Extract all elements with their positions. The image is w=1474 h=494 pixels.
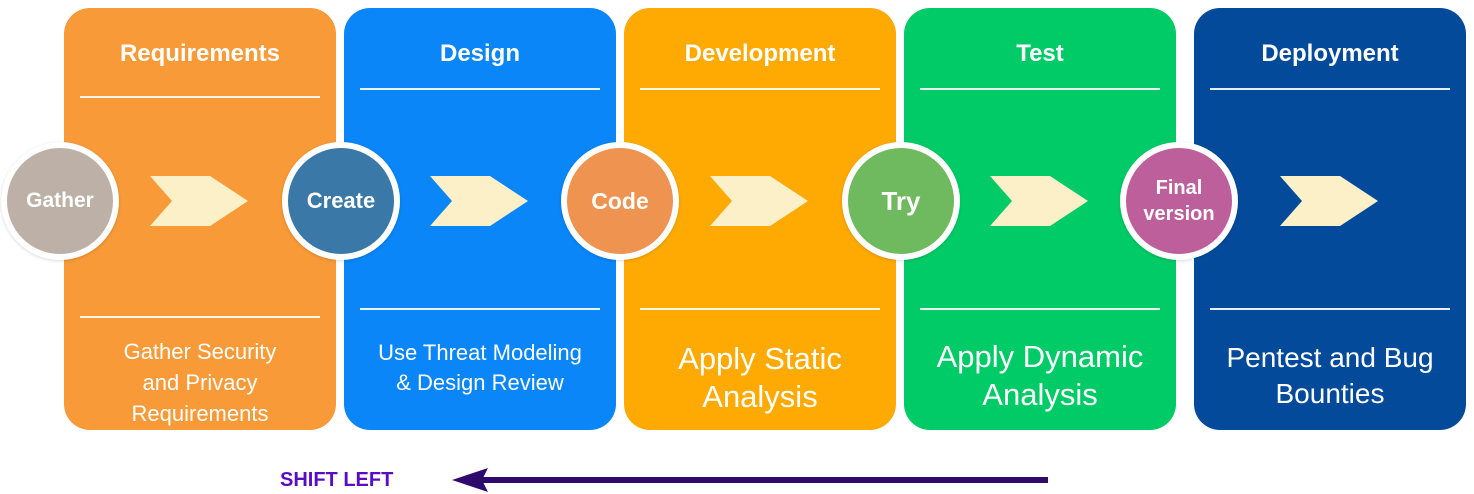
phase-description-deployment: Pentest and Bug Bounties [1226, 342, 1434, 409]
description-divider [640, 308, 880, 310]
left-arrow-icon [452, 468, 1048, 492]
phase-description-test: Apply Dynamic Analysis [936, 339, 1144, 412]
chevron-right-icon [710, 176, 808, 226]
phase-title-test: Test [1016, 40, 1064, 67]
phase-title-design: Design [439, 40, 520, 67]
phase-title-development: Development [684, 40, 836, 67]
phase-title-deployment: Deployment [1261, 40, 1399, 67]
description-divider [80, 316, 320, 318]
phase-description-requirements: Gather Security and Privacy Requirements [123, 338, 277, 426]
shift-left-label: SHIFT LEFT [280, 469, 394, 491]
title-divider [360, 88, 600, 90]
description-divider [1210, 308, 1450, 310]
phase-description-development: Apply Static Analysis [678, 341, 842, 414]
description-divider [360, 308, 600, 310]
chevron-right-icon [150, 176, 248, 226]
title-divider [640, 88, 880, 90]
step-circle-gather: Gather [1, 142, 119, 260]
chevron-right-icon [430, 176, 528, 226]
title-divider [80, 96, 320, 98]
step-circle-create: Create [282, 142, 400, 260]
title-divider [1210, 88, 1450, 90]
chevron-right-icon [990, 176, 1088, 226]
step-circle-code: Code [561, 142, 679, 260]
step-circle-try: Try [842, 142, 960, 260]
description-divider [920, 308, 1160, 310]
title-divider [920, 88, 1160, 90]
phase-title-requirements: Requirements [119, 40, 281, 67]
step-circle-final-version: Final version [1120, 142, 1238, 260]
phase-description-design: Use Threat Modeling & Design Review [378, 340, 582, 395]
chevron-right-icon [1280, 176, 1378, 226]
